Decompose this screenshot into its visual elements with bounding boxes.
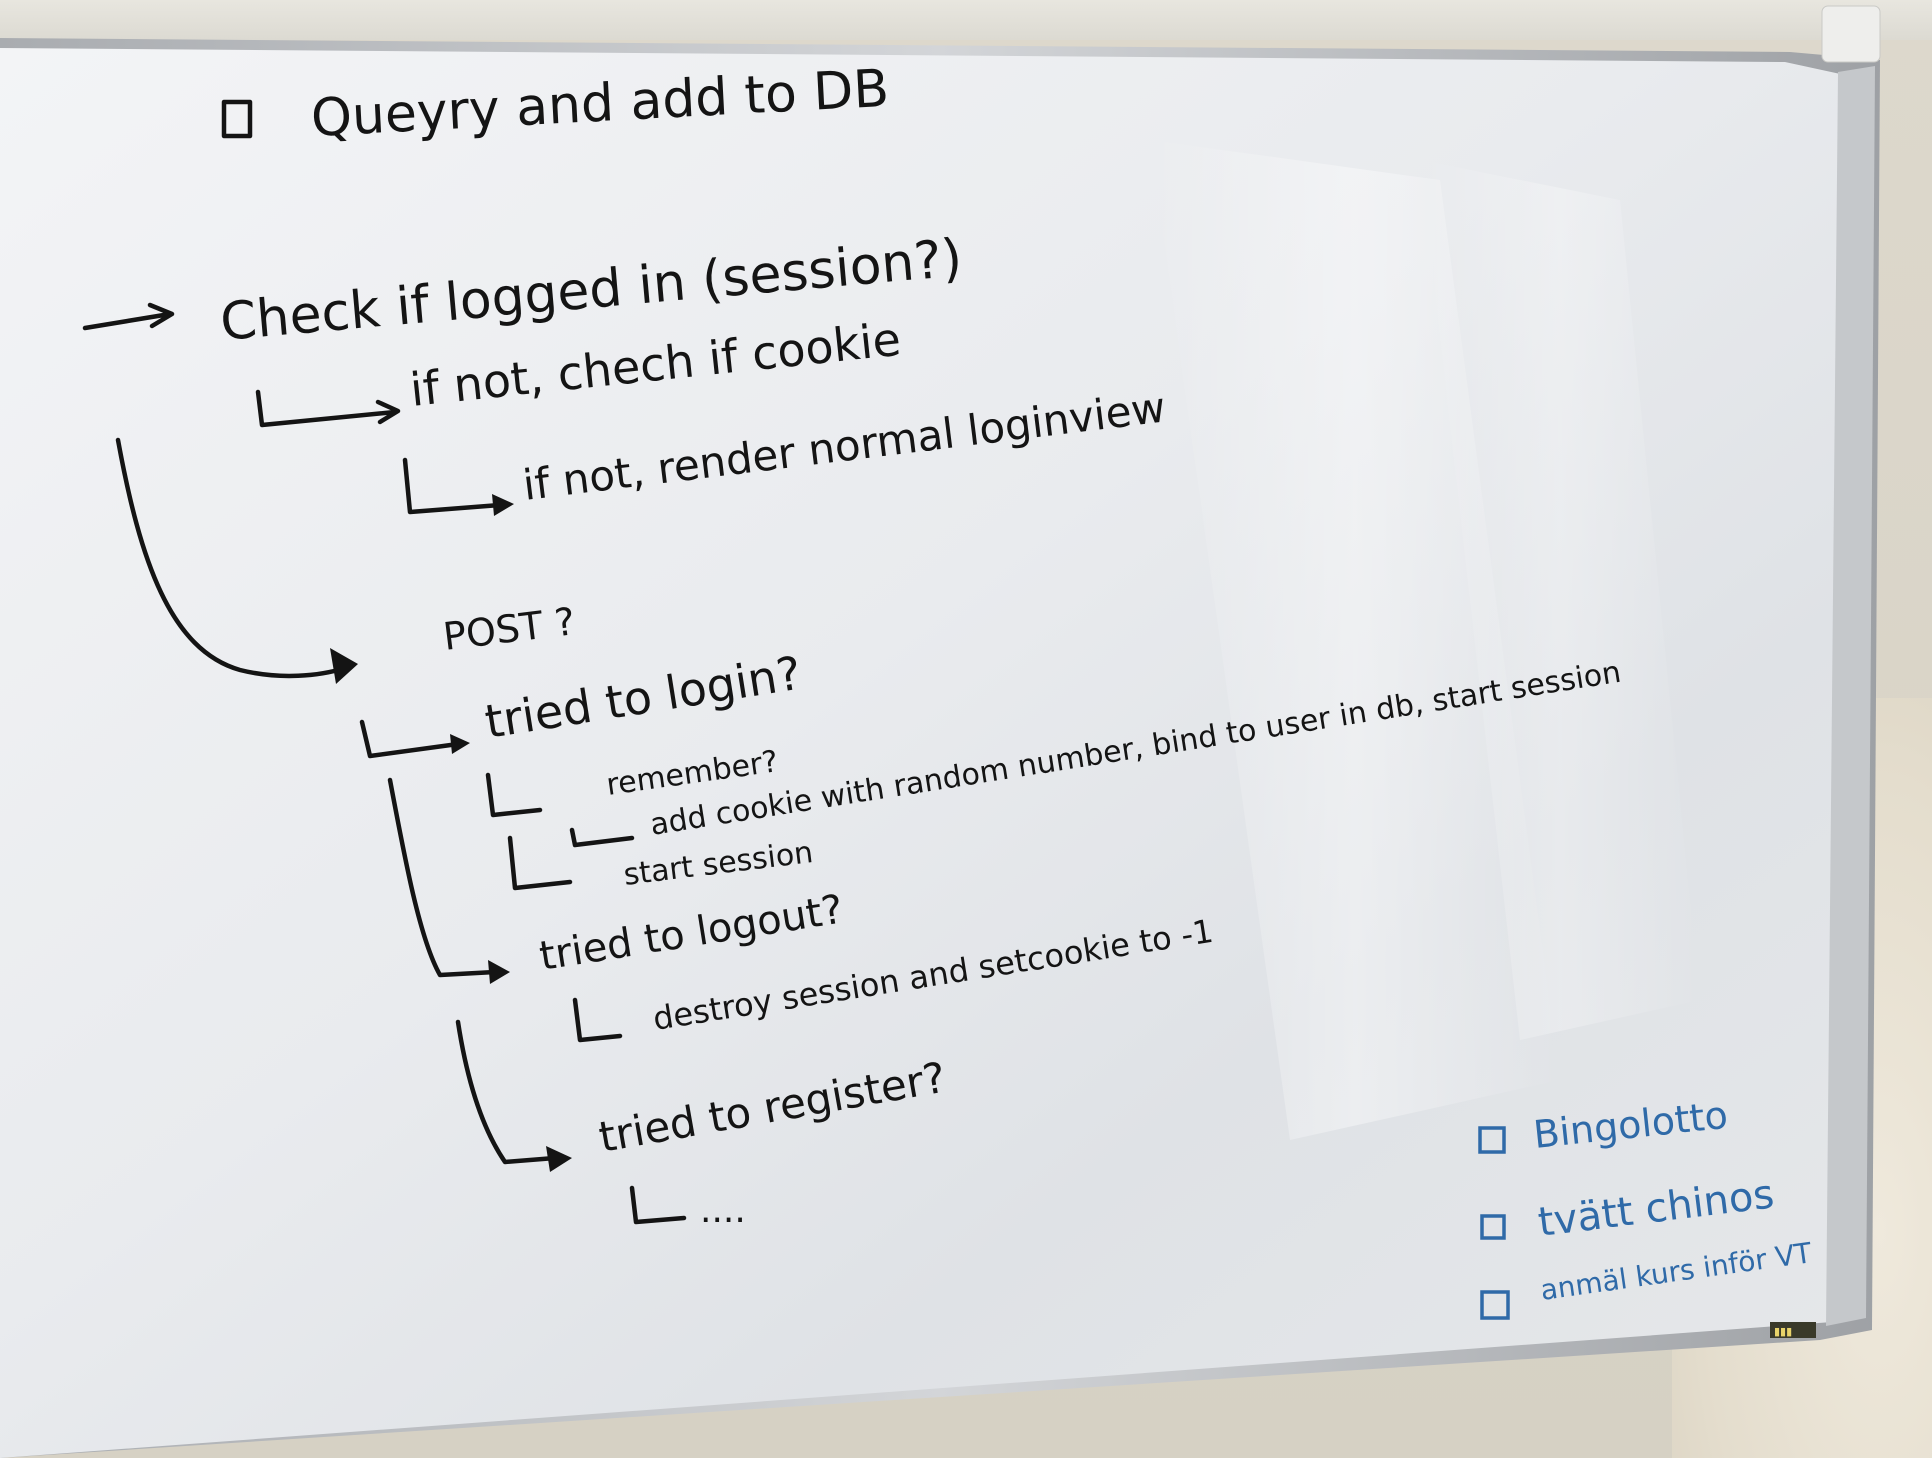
- line-ellipsis: ....: [700, 1190, 746, 1231]
- branch-arrow-icon: [629, 1185, 687, 1225]
- window-reflection-2: [1420, 160, 1700, 1040]
- wall: [0, 0, 1932, 40]
- todo-item-2: tvätt chinos: [1536, 1171, 1777, 1246]
- arrow-head-icon: [488, 960, 510, 984]
- corner-bracket: [1821, 5, 1881, 63]
- brand-label: ▮▮▮: [1774, 1325, 1792, 1338]
- todo-item-3: anmäl kurs inför VT: [1538, 1236, 1814, 1307]
- line-start-session: start session: [622, 835, 815, 893]
- board-title: Queyry and add to DB: [310, 59, 891, 149]
- branch-arrow-icon: [572, 997, 623, 1043]
- branch-arrow-icon: [455, 1019, 558, 1165]
- branch-arrow-icon: [255, 389, 401, 428]
- todo-checkbox-icon: [1478, 1126, 1506, 1154]
- arrow-icon: [82, 302, 175, 331]
- board-frame-edge: [1826, 66, 1875, 1326]
- todo-item-1: Bingolotto: [1531, 1093, 1729, 1157]
- branch-arrow-icon: [569, 827, 635, 848]
- line-post: POST ?: [441, 599, 578, 659]
- branch-arrow-icon: [387, 777, 498, 978]
- branch-arrow-icon: [402, 457, 503, 515]
- line-tried-logout: tried to logout?: [536, 886, 846, 979]
- arrow-head-icon: [330, 648, 358, 684]
- title-checkbox-icon: [221, 99, 253, 139]
- branch-arrow-icon: [359, 719, 461, 759]
- line-tried-login: tried to login?: [481, 646, 805, 749]
- todo-checkbox-icon: [1480, 1214, 1506, 1240]
- todo-checkbox-icon: [1480, 1290, 1510, 1320]
- arrow-head-icon: [450, 734, 470, 754]
- arrow-head-icon: [546, 1146, 572, 1172]
- brand-sticker: [1770, 1322, 1816, 1338]
- branch-arrow-icon: [507, 835, 573, 891]
- branch-arrow-icon: [485, 772, 543, 818]
- arrow-head-icon: [492, 494, 514, 516]
- line-tried-register: tried to register?: [595, 1053, 949, 1162]
- curve-arrow-icon: [115, 437, 348, 679]
- line-if-not-render: if not, render normal loginview: [520, 382, 1168, 509]
